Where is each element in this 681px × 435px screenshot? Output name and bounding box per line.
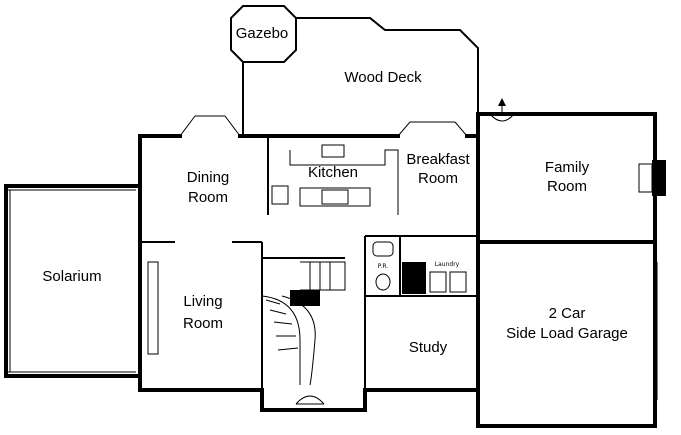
breakfast-bay-right	[454, 121, 468, 137]
pr-label: P.R.	[378, 263, 389, 270]
dining-bay-window	[179, 115, 196, 137]
living-window	[147, 261, 159, 355]
laundry-black-block	[402, 262, 426, 294]
fireplace-hearth	[638, 163, 653, 193]
upper-stair	[300, 261, 346, 291]
pr-toilet	[375, 273, 391, 291]
kitchen-label: Kitchen	[308, 164, 358, 181]
breakfast-label-1: Breakfast	[406, 151, 470, 168]
laundry-label: Laundry	[435, 261, 460, 268]
stair-landing	[290, 290, 320, 306]
curved-stair	[261, 295, 301, 385]
dining-bay-window-right	[224, 115, 241, 137]
laundry-washer	[429, 271, 447, 293]
garage-label-1: 2 Car	[549, 305, 586, 322]
stair-tread-5	[277, 347, 299, 351]
rear-door-arrowhead	[498, 98, 506, 106]
garage-outline	[476, 240, 657, 428]
family-label-2: Room	[547, 178, 587, 195]
wood-deck-outline	[296, 17, 479, 114]
gazebo-label: Gazebo	[236, 25, 289, 42]
stair-tread-1	[265, 299, 281, 305]
front-door-swing	[295, 395, 325, 405]
curved-stair-inner	[281, 295, 316, 386]
dining-label-1: Dining	[187, 169, 230, 186]
breakfast-label-2: Room	[418, 170, 458, 187]
pr-sink	[372, 241, 394, 257]
living-label-1: Living	[183, 293, 222, 310]
garage-label-2: Side Load Garage	[506, 325, 628, 342]
breakfast-bay-left	[397, 121, 411, 137]
laundry-dryer	[449, 271, 467, 293]
stair-tread-2	[269, 309, 287, 315]
solarium-label: Solarium	[42, 268, 101, 285]
family-label-1: Family	[545, 159, 590, 176]
kitchen-sink	[321, 144, 345, 158]
rear-wall-breakfast	[465, 112, 657, 242]
wood-deck-label: Wood Deck	[344, 69, 422, 86]
rear-door-swing	[489, 113, 515, 122]
dining-label-2: Room	[188, 189, 228, 206]
kitchen-counter	[289, 149, 399, 215]
fireplace	[652, 160, 666, 196]
gazebo-outline	[230, 5, 297, 63]
solarium-outline	[4, 184, 142, 378]
kitchen-fridge	[271, 185, 289, 205]
study-label: Study	[409, 339, 448, 356]
kitchen-cooktop	[321, 189, 349, 205]
living-label-2: Room	[183, 315, 223, 332]
stair-tread-3	[273, 321, 293, 325]
